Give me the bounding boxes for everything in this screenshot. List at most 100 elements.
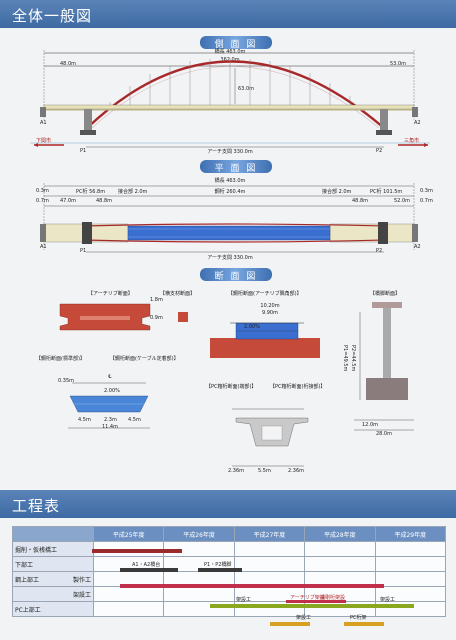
bar-label-girder: 補剛桁架設 <box>320 595 346 601</box>
bar-pc2 <box>344 622 384 626</box>
plan-r-488: 48.8m <box>352 198 369 204</box>
plan-p2: P2 <box>376 248 383 254</box>
sec-dim-114: 11.4m <box>101 424 118 430</box>
plan-l-47: 47.0m <box>60 198 77 204</box>
plan-bridge-length: 橋長 463.0m <box>214 178 246 184</box>
schedule-row: 下部工 <box>12 556 447 572</box>
plan-r-520: 52.0m <box>394 198 411 204</box>
sec-dim-height: P1=49.5m <box>342 345 348 372</box>
plan-r-07: 0.7m <box>420 198 433 204</box>
section-drawings <box>59 302 414 467</box>
row-sublabel: 架設工 <box>72 591 91 599</box>
side-right-city: 三角市 <box>404 138 420 144</box>
bar-excavation <box>92 549 182 553</box>
section-side-view: 側 面 図 <box>200 36 272 50</box>
bar-archrib <box>286 600 346 603</box>
sec-dim-035: 0.35m <box>58 378 75 384</box>
plan-p1: P1 <box>80 248 87 254</box>
sec-dim-18: 1.8m <box>150 297 163 303</box>
plan-view-title: 平 面 図 <box>214 164 258 174</box>
side-left-city: 下関市 <box>36 138 52 144</box>
section-view-title: 断 面 図 <box>214 272 258 282</box>
sec-dim-45b: 4.5m <box>128 417 141 423</box>
row-sublabel: 製作工 <box>72 576 91 584</box>
schedule-title: 工程表 <box>12 497 61 515</box>
row-label: 鋼上部工 <box>15 576 40 584</box>
sec-dim-236: 2.36m <box>228 468 245 474</box>
side-right-span: 53.0m <box>390 61 407 67</box>
schedule-header-bar: 工程表 <box>0 490 456 518</box>
sec-arch-rib-title: 【アーチリブ断面】 <box>88 291 133 297</box>
plan-steel-girder: 鋼桁 260.4m <box>214 189 246 195</box>
header-bar: 全体一般図 <box>0 0 456 28</box>
plan-arch-span: アーチ支間 330.0m <box>207 255 253 261</box>
side-view-title: 側 面 図 <box>214 40 258 50</box>
sec-steel-arch-title: 【鋼桁断面(アーチリブ隅角部)】 <box>228 291 302 297</box>
schedule-row: 架設工 <box>12 586 447 602</box>
side-bridge-length: 橋長 463.0m <box>214 49 246 55</box>
section-section-view: 断 面 図 <box>200 268 272 282</box>
row-label-steel: 鋼上部工 製作工 <box>12 571 94 587</box>
row-label-erection: 架設工 <box>12 586 94 602</box>
sec-pc-joint-title: 【PC箱桁断面(桁接部)】 <box>270 384 326 390</box>
sec-dim-1020: 10.20m <box>260 303 280 309</box>
side-elevation-drawing <box>30 50 430 148</box>
row-label: PC上部工 <box>12 601 94 617</box>
side-rise: 63.0m <box>238 86 255 92</box>
year-header: 平成26年度 <box>163 526 235 542</box>
schedule-header-row: 平成25年度 平成26年度 平成27年度 平成28年度 平成29年度 <box>12 526 447 542</box>
sec-steel-std-title: 【鋼桁断面(標準部)】 <box>36 356 85 362</box>
bar-p1p2 <box>198 568 242 572</box>
plan-l-03: 0.3m <box>36 188 49 194</box>
side-arch-span: アーチ支間 330.0m <box>207 149 253 155</box>
bar-label-archrib: アーチリブ架設 <box>290 595 325 601</box>
row-label: 下部工 <box>12 556 94 572</box>
year-header: 平成27年度 <box>233 526 306 542</box>
sec-dim-09: 0.9m <box>150 315 163 321</box>
bar-a1a2 <box>120 568 178 572</box>
side-left-span: 48.0m <box>60 61 77 67</box>
side-p1: P1 <box>80 148 87 154</box>
plan-a2: A2 <box>414 244 421 250</box>
sec-dim-23: 2.3m <box>104 417 117 423</box>
side-p2: P2 <box>376 148 383 154</box>
sec-dim-990: 9.90m <box>261 310 278 316</box>
sec-dim-200a: 2.00% <box>244 324 260 330</box>
schedule-corner <box>12 526 94 542</box>
sec-dim-200b: 2.00% <box>104 388 120 394</box>
sec-dim-55: 5.5m <box>258 468 271 474</box>
plan-a1: A1 <box>40 244 47 250</box>
bar-label-a1a2: A1・A2橋台 <box>132 562 161 568</box>
plan-joint-right: 接合部 2.0m <box>322 189 352 195</box>
sec-pc-end-title: 【PC箱桁断面(端部)】 <box>206 384 257 390</box>
sec-cross-beam-title: 【横支材断面】 <box>160 291 196 297</box>
plan-drawing <box>40 183 418 253</box>
sec-steel-cable-title: 【鋼桁断面(ケーブル定着部)】 <box>110 356 179 362</box>
year-header: 平成29年度 <box>374 526 447 542</box>
bar-erection <box>210 604 414 608</box>
bar-label-pc-girder: PC桁架 <box>350 615 367 621</box>
section-plan-view: 平 面 図 <box>200 160 272 174</box>
plan-l-07: 0.7m <box>36 198 49 204</box>
bar-label-kasetsu2: 架設工 <box>380 597 396 603</box>
page-title: 全体一般図 <box>12 7 93 25</box>
bar-label-kasetsu: 架設工 <box>236 597 252 603</box>
sec-dim-45a: 4.5m <box>78 417 91 423</box>
plan-joint-left: 接合部 2.0m <box>118 189 148 195</box>
plan-l-488: 48.8m <box>96 198 113 204</box>
bar-pc1 <box>270 622 310 626</box>
plan-pc-right: PC桁 101.5m <box>370 189 403 195</box>
sec-dim-236b: 2.36m <box>288 468 305 474</box>
sec-dim-120: 12.0m <box>362 422 379 428</box>
sec-pier-title: 【橋脚断面】 <box>370 291 401 297</box>
sec-center-mark: ℄ <box>108 374 112 380</box>
schedule-table: 平成25年度 平成26年度 平成27年度 平成28年度 平成29年度 掘削・仮桟… <box>12 526 447 617</box>
side-a2: A2 <box>414 120 421 126</box>
bar-label-pc-kasetsu: 架設工 <box>296 615 312 621</box>
bar-fabrication <box>120 584 384 588</box>
plan-r-03: 0.3m <box>420 188 433 194</box>
sec-dim-280: 28.0m <box>375 431 392 437</box>
sec-dim-height2: P2=44.5m <box>350 345 356 372</box>
side-a1: A1 <box>40 120 47 126</box>
